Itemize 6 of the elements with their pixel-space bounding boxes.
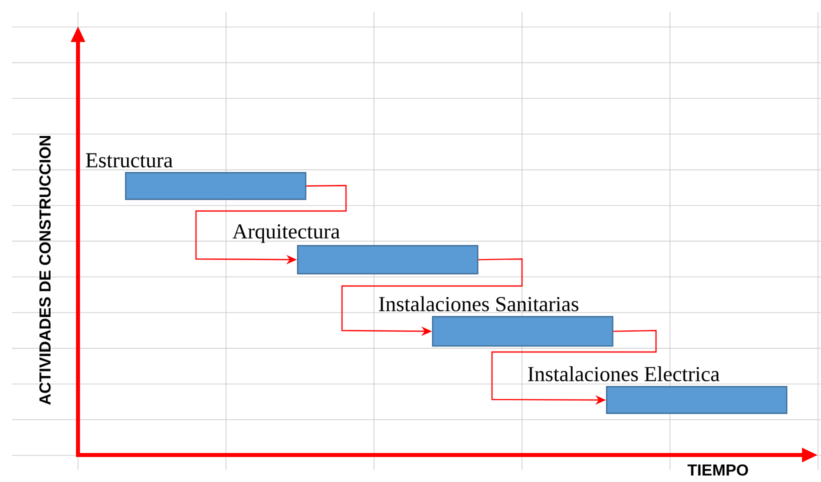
- task-label: Instalaciones Electrica: [528, 366, 720, 382]
- task-label: Estructura: [86, 153, 173, 168]
- task-label: Instalaciones Sanitarias: [379, 296, 578, 312]
- task-label: Arquitectura: [232, 224, 340, 243]
- axis-label: TIEMPO: [688, 464, 748, 476]
- axis-label: ACTIVIDADES DE CONSTRUCCION: [39, 136, 51, 405]
